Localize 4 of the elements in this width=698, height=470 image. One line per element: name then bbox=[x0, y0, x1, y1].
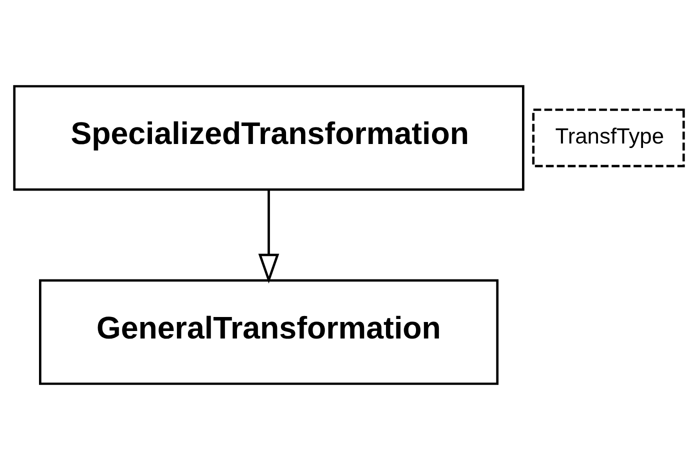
node-box: SpecializedTransformation bbox=[13, 85, 524, 191]
node-box: GeneralTransformation bbox=[39, 279, 499, 385]
arrow bbox=[258, 190, 280, 284]
node-box: TransfType bbox=[532, 108, 685, 168]
